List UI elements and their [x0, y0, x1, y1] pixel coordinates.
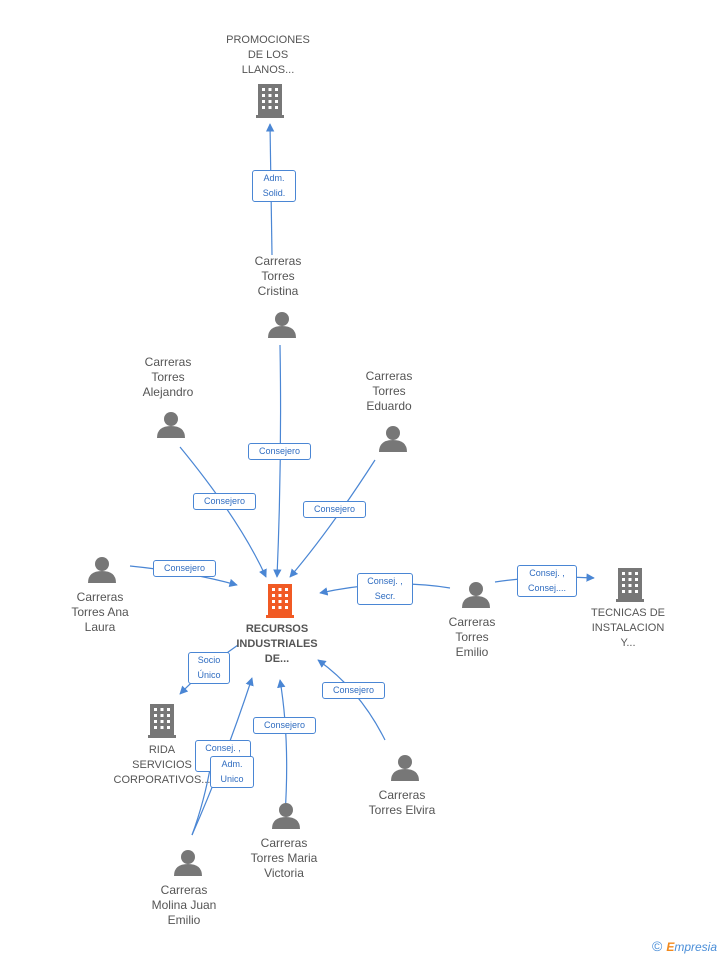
person-label-eduardo[interactable]: Carreras Torres Eduardo	[365, 369, 413, 413]
edge-label-maria-center[interactable]: Consejero	[253, 717, 316, 734]
building-icon	[148, 704, 176, 738]
person-label-ana[interactable]: Carreras Torres Ana Laura	[71, 590, 129, 634]
edge-label-emilio-center[interactable]: Consej. , Secr.	[357, 573, 413, 605]
edge-label-eduardo-center[interactable]: Consejero	[303, 501, 366, 518]
edge-elvira-center	[317, 659, 386, 741]
person-icon	[268, 312, 296, 338]
person-icon	[462, 582, 490, 608]
company-label-rida[interactable]: RIDA SERVICIOS CORPORATIVOS...	[113, 744, 211, 786]
edge-label-center-rida[interactable]: Socio Único	[188, 652, 230, 684]
person-label-cristina[interactable]: Carreras Torres Cristina	[254, 254, 302, 298]
person-icon	[174, 850, 202, 876]
person-icon	[88, 557, 116, 583]
person-icon	[379, 426, 407, 452]
building-icon	[256, 84, 284, 118]
person-icon	[157, 412, 185, 438]
edge-maria-center	[277, 679, 288, 816]
person-icon	[272, 803, 300, 829]
edge-cristina-center	[273, 344, 282, 578]
building-icon	[616, 568, 644, 602]
person-label-elvira[interactable]: Carreras Torres Elvira	[368, 788, 436, 817]
brand-logo: ©Empresia	[652, 938, 717, 954]
center-building-icon	[266, 584, 294, 618]
person-label-molina[interactable]: Carreras Molina Juan Emilio	[151, 883, 217, 927]
edge-alejandro-center	[179, 446, 267, 578]
edge-label-cristina-promociones[interactable]: Adm. Solid.	[252, 170, 296, 202]
edge-label-elvira-center[interactable]: Consejero	[322, 682, 385, 699]
copyright-icon: ©	[652, 938, 663, 954]
person-label-alejandro[interactable]: Carreras Torres Alejandro	[142, 355, 194, 399]
brand-name: mpresia	[674, 940, 718, 954]
edge-label-ana-center[interactable]: Consejero	[153, 560, 216, 577]
edge-eduardo-center	[289, 459, 376, 578]
person-icon	[391, 755, 419, 781]
company-label-promociones[interactable]: PROMOCIONES DE LOS LLANOS...	[226, 34, 310, 76]
edge-label-alejandro-center[interactable]: Consejero	[193, 493, 256, 510]
edge-label-molina-rida[interactable]: Adm. Unico	[210, 756, 254, 788]
person-label-emilio[interactable]: Carreras Torres Emilio	[448, 615, 496, 659]
edge-label-emilio-tecnicas[interactable]: Consej. , Consej....	[517, 565, 577, 597]
person-label-maria[interactable]: Carreras Torres Maria Victoria	[250, 836, 318, 880]
company-label-tecnicas[interactable]: TECNICAS DE INSTALACION Y...	[591, 607, 665, 649]
brand-first-letter: E	[666, 940, 675, 954]
center-company-label[interactable]: RECURSOS INDUSTRIALES DE...	[236, 623, 318, 665]
edge-label-cristina-center[interactable]: Consejero	[248, 443, 311, 460]
